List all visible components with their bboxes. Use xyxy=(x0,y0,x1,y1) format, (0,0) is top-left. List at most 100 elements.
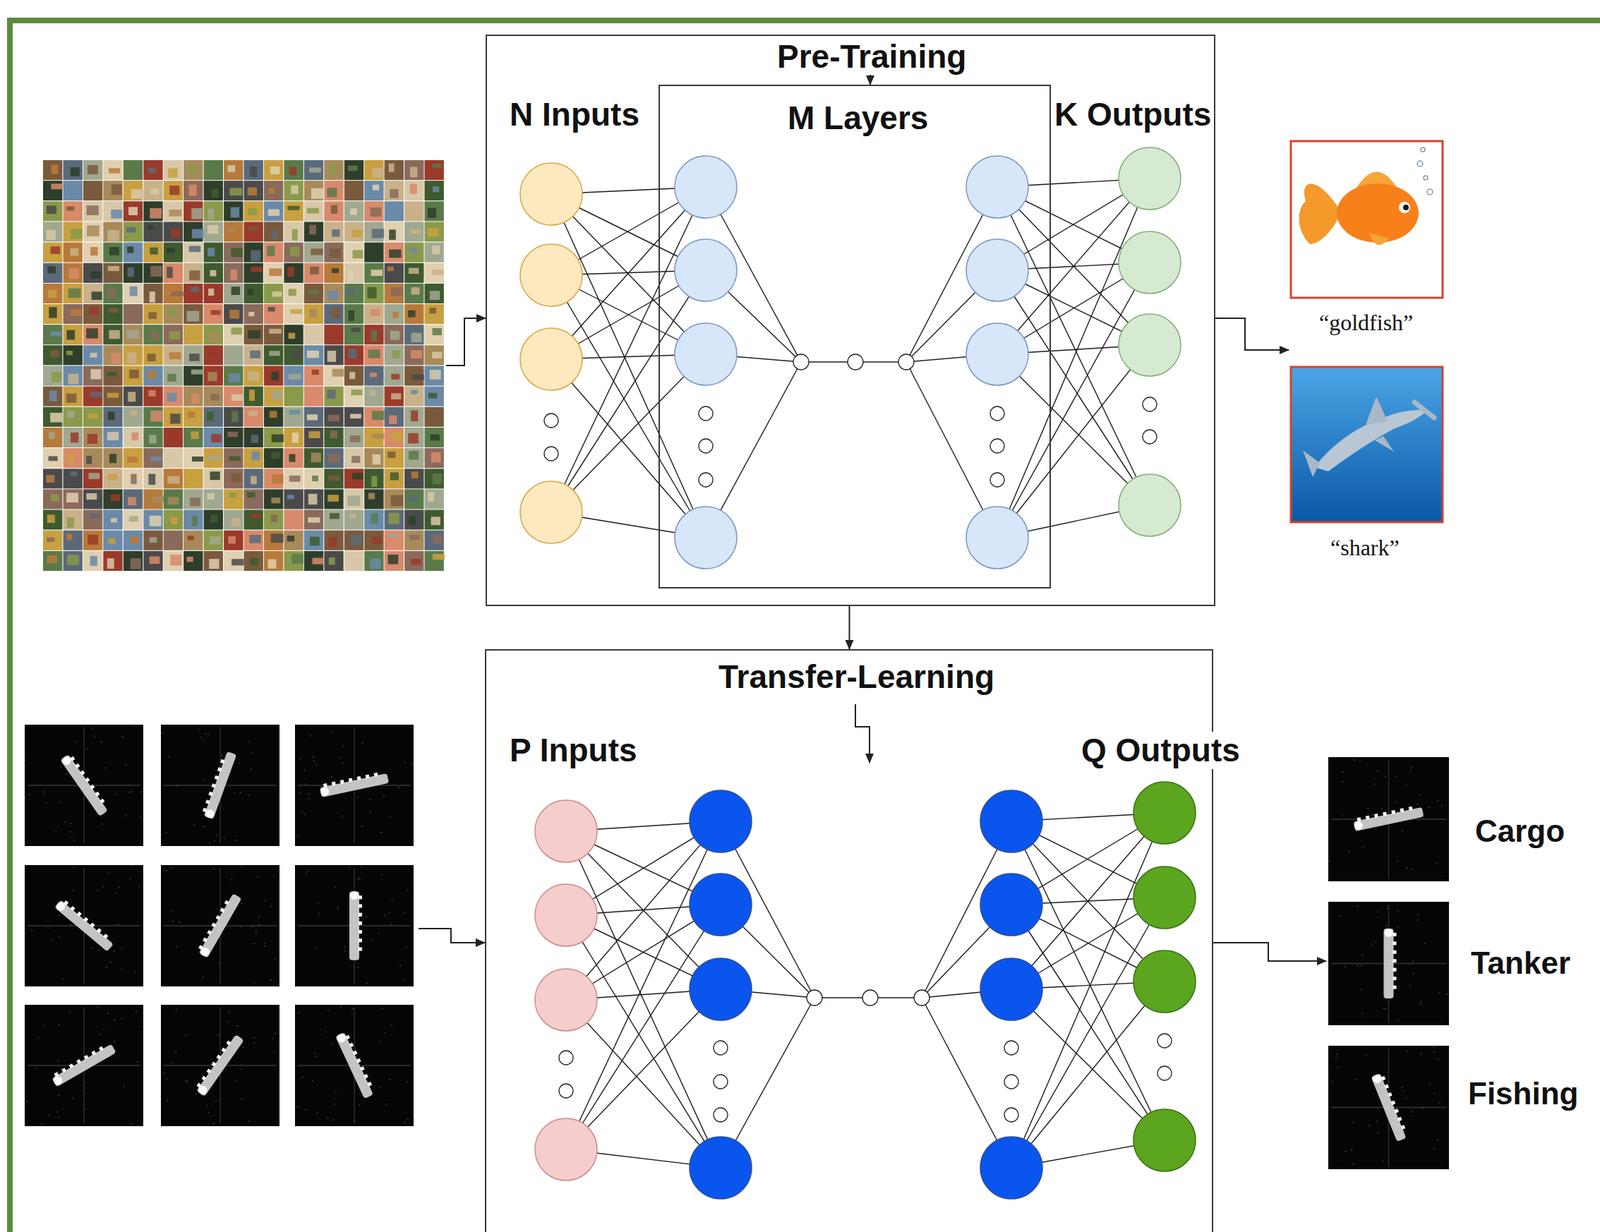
ship-structure xyxy=(91,1050,96,1056)
photo-detail xyxy=(227,431,238,438)
photo-detail xyxy=(91,271,102,279)
photo-tile xyxy=(384,180,404,201)
photo-tile xyxy=(244,489,264,509)
sar-speckle xyxy=(248,1120,250,1123)
sar-speckle xyxy=(28,794,31,796)
photo-detail xyxy=(290,309,303,314)
photo-detail xyxy=(311,453,322,463)
photo-tile xyxy=(323,345,344,365)
photo-detail xyxy=(371,476,377,487)
photo-tile xyxy=(203,160,224,180)
sar-speckle xyxy=(213,868,215,870)
photo-detail xyxy=(207,225,219,235)
sar-speckle xyxy=(331,731,333,733)
sar-speckle xyxy=(140,817,142,819)
output-neuron xyxy=(1133,782,1196,845)
photo-detail xyxy=(328,537,337,547)
photo-detail xyxy=(308,431,320,439)
photo-detail xyxy=(347,348,357,359)
ship-hull xyxy=(1370,1073,1406,1142)
sar-speckle xyxy=(1436,1057,1439,1060)
photo-tile xyxy=(83,407,103,427)
diagram-label: Cargo xyxy=(1472,813,1568,850)
photo-tile xyxy=(404,324,424,345)
sar-speckle xyxy=(338,757,341,759)
photo-detail xyxy=(308,494,318,505)
sar-speckle xyxy=(1362,1013,1364,1015)
photo-tile xyxy=(424,221,444,242)
photo-tile xyxy=(263,366,284,387)
image-collage xyxy=(43,160,445,571)
photo-detail xyxy=(391,431,404,443)
sar-speckle xyxy=(1420,1053,1422,1056)
photo-detail xyxy=(289,475,301,483)
photo-tile xyxy=(424,324,444,345)
photo-detail xyxy=(271,371,279,382)
sar-speckle xyxy=(239,1068,241,1070)
photo-tile xyxy=(263,242,284,263)
photo-tile xyxy=(404,468,424,489)
photo-detail xyxy=(187,411,195,418)
photo-tile xyxy=(83,221,103,242)
photo-detail xyxy=(190,287,200,293)
photo-detail xyxy=(129,369,140,379)
photo-tile xyxy=(263,180,284,201)
photo-detail xyxy=(68,288,82,298)
ship-structure xyxy=(340,779,345,785)
sar-speckle xyxy=(86,748,89,751)
photo-tile xyxy=(203,345,224,365)
weight-line xyxy=(997,270,1150,506)
sar-speckle xyxy=(258,916,260,918)
photo-tile xyxy=(424,448,444,468)
photo-tile xyxy=(43,448,63,468)
photo-detail xyxy=(368,493,375,500)
sar-speckle xyxy=(203,825,205,828)
sar-speckle xyxy=(70,831,72,833)
photo-tile xyxy=(283,324,303,345)
photo-tile xyxy=(244,366,264,387)
ship-structure xyxy=(220,907,226,913)
sar-speckle xyxy=(209,843,212,845)
sar-speckle xyxy=(327,1009,329,1012)
ship-return xyxy=(319,770,389,798)
photo-tile xyxy=(304,510,324,531)
photo-tile xyxy=(304,180,324,201)
photo-detail xyxy=(87,534,99,545)
photo-tile xyxy=(283,427,303,448)
photo-detail xyxy=(247,371,260,382)
sar-speckle xyxy=(352,1008,354,1010)
sar-speckle xyxy=(314,1053,316,1055)
photo-tile xyxy=(143,304,163,324)
neural-network xyxy=(534,782,1196,1200)
photo-detail xyxy=(210,471,221,480)
photo-detail xyxy=(388,513,399,525)
sar-speckle xyxy=(242,1046,245,1049)
photo-detail xyxy=(248,311,255,317)
photo-tile xyxy=(83,180,103,201)
photo-detail xyxy=(189,270,200,281)
ellipsis-dot xyxy=(990,472,1005,487)
photo-detail xyxy=(432,186,439,192)
ship-structure xyxy=(1393,959,1397,963)
sar-speckle xyxy=(133,725,135,727)
sar-speckle xyxy=(406,1081,408,1083)
sar-background xyxy=(24,865,144,987)
photo-detail xyxy=(208,208,215,220)
photo-tile xyxy=(103,366,123,387)
sar-speckle xyxy=(1397,1020,1399,1022)
photo-detail xyxy=(46,206,58,215)
photo-tile xyxy=(83,324,103,345)
photo-tile xyxy=(244,201,264,221)
sar-speckle xyxy=(68,1012,70,1014)
sar-speckle xyxy=(331,776,333,778)
sar-speckle xyxy=(136,1061,139,1063)
sar-speckle xyxy=(195,1093,197,1095)
ship-structure xyxy=(356,1058,362,1064)
photo-detail xyxy=(110,209,123,219)
photo-tile xyxy=(63,304,83,324)
photo-tile xyxy=(304,468,324,489)
input-neuron xyxy=(520,163,583,226)
photo-tile xyxy=(83,510,103,531)
photo-detail xyxy=(249,558,260,566)
sar-speckle xyxy=(172,920,174,922)
